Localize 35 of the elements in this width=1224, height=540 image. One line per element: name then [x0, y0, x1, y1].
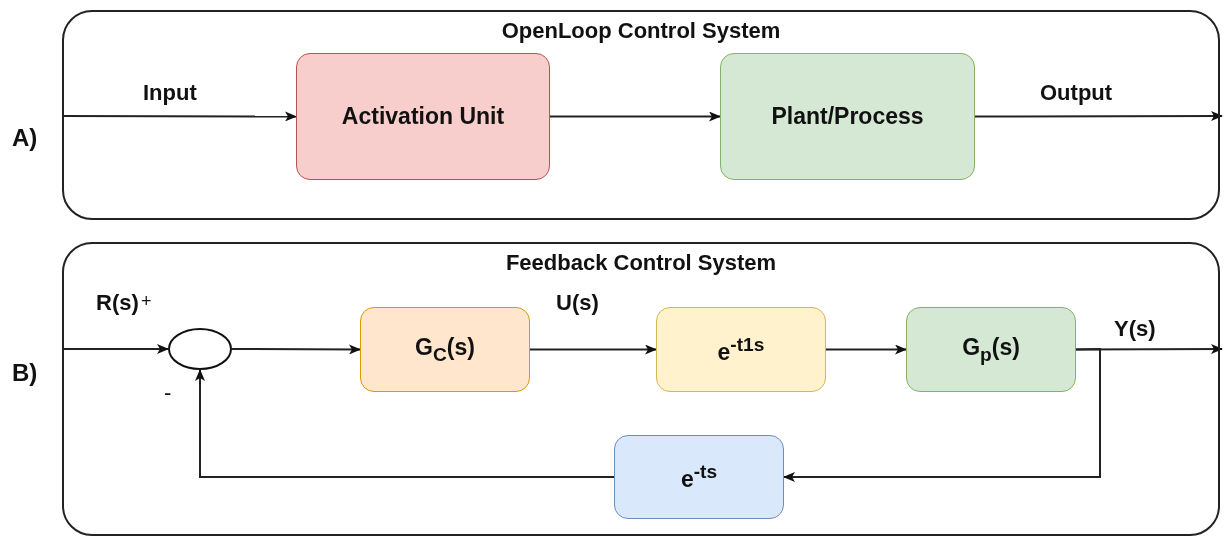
delay-block	[614, 435, 784, 519]
process-block	[720, 53, 975, 180]
signal-label: Output	[1040, 80, 1113, 106]
panel-title: OpenLoop Control System	[500, 18, 782, 44]
arrow	[61, 344, 169, 354]
arrow	[783, 347, 1101, 482]
panel-marker: B)	[12, 359, 38, 387]
block-label: G$_{C}$(s)	[415, 333, 475, 366]
signal-label: Input	[143, 80, 197, 106]
panel-marker: A)	[12, 124, 38, 152]
arrow	[825, 344, 907, 355]
transfer-function-block	[360, 307, 530, 392]
transfer-function-block	[906, 307, 1076, 392]
block-label: G$_{p}$(s)	[962, 333, 1020, 366]
block-label: e$^{-ts}$	[680, 461, 718, 493]
system-panel	[62, 242, 1220, 536]
signal-label: U(s)	[556, 290, 599, 316]
arrow	[231, 344, 361, 355]
process-block	[296, 53, 550, 180]
system-panel	[62, 10, 1220, 220]
panel-title: Feedback Control System	[504, 250, 778, 276]
block-label: Plant/Process	[771, 103, 924, 130]
signal-label: R(s)	[96, 290, 139, 316]
arrow	[61, 111, 297, 122]
arrow	[974, 111, 1223, 121]
arrow	[529, 344, 657, 355]
delay-block	[656, 307, 826, 392]
sign-label: -	[164, 380, 172, 406]
block-label: Activation Unit	[341, 103, 505, 130]
arrow	[549, 111, 721, 122]
sign-label: +	[141, 291, 152, 312]
block-label: e$^{-t1s}$	[717, 333, 765, 366]
signal-label: Y(s)	[1114, 316, 1156, 342]
arrow	[195, 369, 615, 478]
summing-junction	[168, 328, 232, 370]
